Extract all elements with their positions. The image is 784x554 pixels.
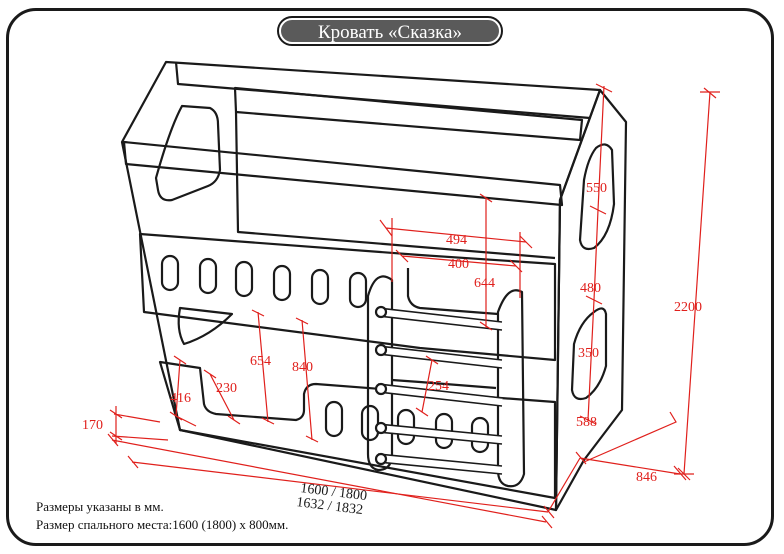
dim-170: 170 bbox=[82, 418, 103, 433]
bed-outline bbox=[120, 60, 628, 512]
dim-350: 350 bbox=[578, 346, 599, 361]
right-end-panel bbox=[554, 88, 628, 512]
right-upper-window bbox=[578, 143, 616, 251]
left-end-panel bbox=[120, 60, 602, 512]
ladder-rungs-fill bbox=[377, 308, 503, 474]
title-pill: Кровать «Сказка» bbox=[277, 16, 503, 46]
dim-644: 644 bbox=[474, 276, 495, 291]
ladder-right-post bbox=[496, 289, 526, 488]
dimension-lines bbox=[107, 83, 720, 529]
dim-254: 254 bbox=[428, 379, 449, 394]
upper-back-wall bbox=[234, 111, 556, 260]
upper-window bbox=[154, 104, 222, 202]
slot bbox=[324, 400, 344, 438]
slot bbox=[160, 254, 180, 292]
right-lower-window bbox=[570, 307, 608, 401]
ladder-notch bbox=[406, 268, 499, 316]
dimension-labels: 2200 550 480 350 588 846 494 400 644 254… bbox=[82, 181, 702, 518]
dim-2200: 2200 bbox=[674, 300, 702, 315]
units-note: Размеры указаны в мм. bbox=[36, 499, 164, 514]
slot bbox=[234, 260, 254, 298]
dim-494: 494 bbox=[446, 233, 467, 248]
ladder-left-post bbox=[366, 275, 394, 472]
berth-size-note: Размер спального места:1600 (1800) х 800… bbox=[36, 517, 289, 532]
dim-846: 846 bbox=[636, 470, 657, 485]
middle-window bbox=[177, 306, 234, 346]
dim-588: 588 bbox=[576, 415, 597, 430]
slot bbox=[272, 264, 292, 302]
top-rail bbox=[122, 140, 564, 207]
dim-550: 550 bbox=[586, 181, 607, 196]
dim-840: 840 bbox=[292, 360, 313, 375]
upper-side-board bbox=[138, 232, 557, 362]
top-back-edge bbox=[174, 61, 591, 120]
dim-400: 400 bbox=[448, 257, 469, 272]
dim-480: 480 bbox=[580, 281, 601, 296]
dim-654: 654 bbox=[250, 354, 271, 369]
dim-416: 416 bbox=[170, 391, 191, 406]
outer-frame bbox=[6, 8, 774, 546]
slot bbox=[310, 268, 330, 306]
lower-side-board bbox=[158, 360, 557, 500]
ladder-rungs bbox=[377, 307, 503, 475]
slot bbox=[360, 404, 380, 442]
top-back-board bbox=[233, 86, 584, 142]
slot bbox=[198, 257, 218, 295]
dim-230: 230 bbox=[216, 381, 237, 396]
mid-rail bbox=[391, 378, 497, 390]
slot bbox=[348, 271, 368, 309]
